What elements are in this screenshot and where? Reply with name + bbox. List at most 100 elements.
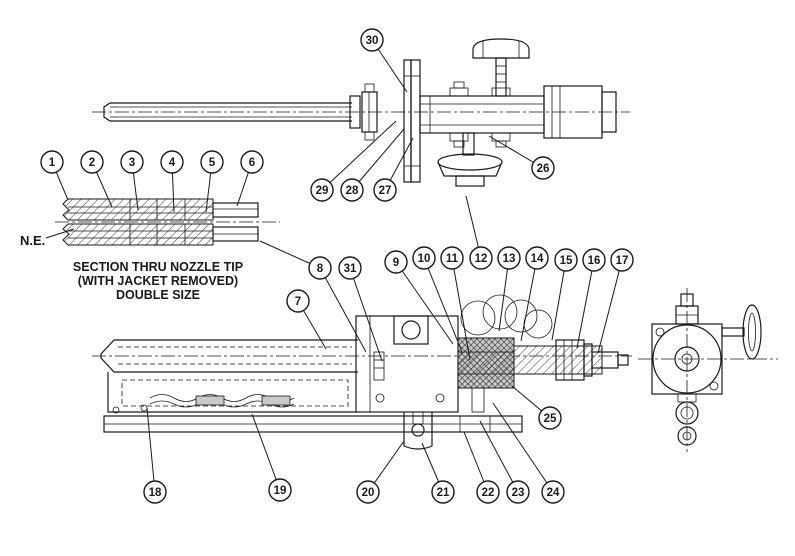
callout-number-19: 19 xyxy=(274,485,287,497)
callout-21: 21 xyxy=(421,442,455,504)
callout-balloon-20 xyxy=(356,480,380,504)
callout-16: 16 xyxy=(576,248,606,349)
callout-28: 28 xyxy=(340,128,405,202)
callout-number-25: 25 xyxy=(544,413,557,425)
callout-balloon-26 xyxy=(531,156,555,180)
callout-19: 19 xyxy=(251,413,292,502)
callout-number-16: 16 xyxy=(588,255,601,267)
callout-18: 18 xyxy=(143,407,167,504)
callout-leader-11 xyxy=(451,257,471,361)
caption-line-3: DOUBLE SIZE xyxy=(116,288,200,302)
callout-number-12: 12 xyxy=(475,253,488,265)
callout-number-30: 30 xyxy=(366,35,379,47)
callout-balloon-11 xyxy=(440,246,464,270)
callout-balloon-29 xyxy=(310,178,334,202)
callout-14: 14 xyxy=(520,246,549,342)
callout-10: 10 xyxy=(412,246,463,353)
nozzle-tip-section-view xyxy=(45,198,280,246)
callout-31: 31 xyxy=(338,256,383,362)
callout-number-26: 26 xyxy=(537,163,550,175)
callout-balloon-16 xyxy=(582,248,606,272)
callout-number-9: 9 xyxy=(393,257,399,269)
callout-number-15: 15 xyxy=(560,255,573,267)
callout-balloon-15 xyxy=(554,248,578,272)
callout-7: 7 xyxy=(286,289,327,350)
callout-11: 11 xyxy=(440,246,471,361)
callout-leader-28 xyxy=(351,128,405,191)
callout-leader-9 xyxy=(395,261,454,345)
callout-leader-8 xyxy=(319,267,367,353)
callout-balloon-27 xyxy=(373,178,397,202)
callout-balloon-23 xyxy=(506,480,530,504)
callout-leader-17 xyxy=(597,259,623,354)
callout-balloon-6 xyxy=(240,150,264,174)
callout-number-3: 3 xyxy=(129,157,135,169)
callout-number-14: 14 xyxy=(531,253,544,265)
callout-number-21: 21 xyxy=(437,487,450,499)
callout-number-17: 17 xyxy=(616,255,629,267)
callout-balloon-21 xyxy=(431,480,455,504)
top-assembly-view xyxy=(92,38,630,187)
callout-balloon-30 xyxy=(360,28,384,52)
callout-number-22: 22 xyxy=(482,487,495,499)
callout-balloon-5 xyxy=(200,150,224,174)
callout-15: 15 xyxy=(551,248,578,341)
callout-balloon-12 xyxy=(469,246,493,270)
callout-leader-16 xyxy=(576,259,595,349)
callout-balloon-9 xyxy=(384,250,408,274)
callout-balloon-25 xyxy=(538,406,562,430)
callout-number-5: 5 xyxy=(209,157,216,169)
callout-balloon-18 xyxy=(143,480,167,504)
callout-2: 2 xyxy=(80,150,113,208)
callout-leader-13 xyxy=(498,257,510,332)
callout-balloon-1 xyxy=(40,150,64,174)
callout-number-8: 8 xyxy=(317,263,324,275)
callout-leader-14 xyxy=(520,257,538,342)
callout-balloon-4 xyxy=(160,150,184,174)
callout-number-28: 28 xyxy=(346,185,359,197)
callout-number-1: 1 xyxy=(49,157,56,169)
callout-number-4: 4 xyxy=(169,157,176,169)
callout-balloon-31 xyxy=(338,256,362,280)
callout-23: 23 xyxy=(479,420,530,504)
callout-balloon-24 xyxy=(541,480,565,504)
ne-label: N.E. xyxy=(20,233,45,248)
callout-balloon-7 xyxy=(286,289,310,313)
callout-balloon-8 xyxy=(308,256,332,280)
callout-number-7: 7 xyxy=(295,296,301,308)
callout-29: 29 xyxy=(310,120,397,202)
callout-leader-19 xyxy=(251,413,281,491)
callout-balloon-14 xyxy=(525,246,549,270)
callout-13: 13 xyxy=(497,246,521,332)
callout-number-6: 6 xyxy=(249,157,255,169)
callout-number-2: 2 xyxy=(89,157,95,169)
callout-balloon-10 xyxy=(412,246,436,270)
callout-6: 6 xyxy=(236,150,264,207)
callout-balloon-17 xyxy=(610,248,634,272)
callout-number-23: 23 xyxy=(512,487,525,499)
callout-leader-24 xyxy=(492,402,554,493)
callout-27: 27 xyxy=(373,137,414,202)
callout-leader-29 xyxy=(321,120,397,191)
callout-3: 3 xyxy=(120,150,144,211)
callout-30: 30 xyxy=(360,28,408,93)
callout-balloon-28 xyxy=(340,178,364,202)
caption-line-2: (WITH JACKET REMOVED) xyxy=(78,274,238,288)
callout-25: 25 xyxy=(511,385,562,430)
callout-number-20: 20 xyxy=(362,487,375,499)
callout-balloon-22 xyxy=(476,480,500,504)
callout-9: 9 xyxy=(384,250,454,345)
callout-leader-15 xyxy=(551,259,567,341)
callout-balloon-3 xyxy=(120,150,144,174)
callout-number-31: 31 xyxy=(344,263,357,275)
callout-5: 5 xyxy=(200,150,224,213)
callout-leader-23 xyxy=(479,420,519,493)
callout-1: 1 xyxy=(40,150,69,201)
callout-number-27: 27 xyxy=(379,185,392,197)
callout-number-29: 29 xyxy=(316,185,329,197)
callout-leader-31 xyxy=(349,267,383,362)
callout-8: 8 xyxy=(259,240,367,353)
